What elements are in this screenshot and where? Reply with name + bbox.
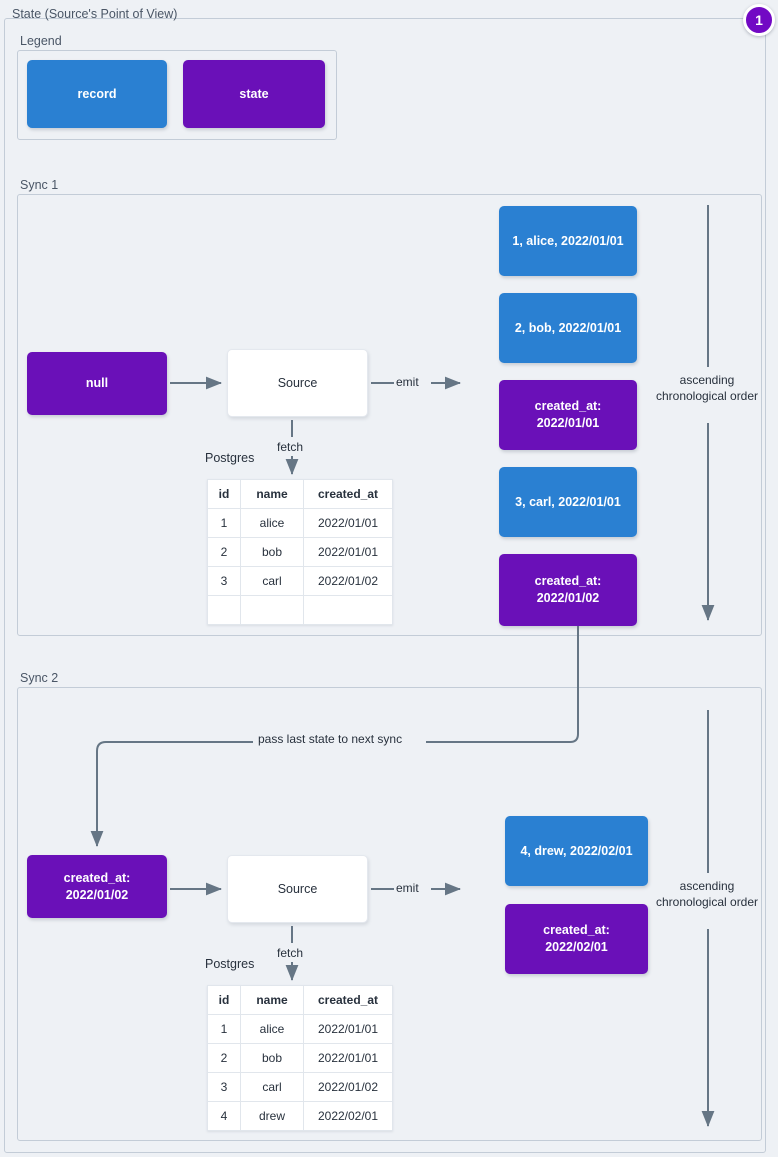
cell-created-at: 2022/01/01 [303, 537, 393, 567]
sync1-emitted-3-line2: 2022/01/01 [536, 416, 600, 430]
pass-state-label: pass last state to next sync [258, 732, 403, 747]
table-row: 2 bob 2022/01/01 [207, 537, 393, 567]
sync1-source-node: Source [227, 349, 368, 417]
legend-record-label: record [77, 86, 117, 101]
table-row: 1 alice 2022/01/01 [207, 1014, 393, 1044]
sync1-emitted-5-line2: 2022/01/02 [536, 591, 600, 605]
legend-state-label: state [239, 86, 269, 101]
sync2-db-caption: Postgres [205, 957, 255, 971]
col-header-created-at: created_at [303, 985, 393, 1015]
sync1-emitted-state-2: created_at: 2022/01/02 [499, 554, 637, 626]
cell-created-at [303, 595, 393, 625]
sync1-emitted-record-3: 3, carl, 2022/01/01 [499, 467, 637, 537]
sync1-emit-label: emit [396, 375, 419, 390]
col-header-id: id [207, 479, 241, 509]
sync1-db-caption: Postgres [205, 451, 255, 465]
col-header-name: name [240, 479, 304, 509]
table-row: 3 carl 2022/01/02 [207, 566, 393, 596]
step-badge[interactable]: 1 [743, 4, 775, 36]
cell-name: bob [240, 1043, 304, 1073]
cell-id: 3 [207, 566, 241, 596]
sync1-emitted-record-1: 1, alice, 2022/01/01 [499, 206, 637, 276]
sync1-emitted-state-1: created_at: 2022/01/01 [499, 380, 637, 450]
sync1-emitted-3-line1: created_at: [534, 399, 602, 413]
cell-created-at: 2022/01/01 [303, 1014, 393, 1044]
sync1-order-note: ascending chronological order [655, 373, 759, 403]
sync2-input-state-line2: 2022/01/02 [65, 887, 129, 902]
cell-created-at: 2022/01/02 [303, 566, 393, 596]
table-row: 4 drew 2022/02/01 [207, 1101, 393, 1131]
sync2-emitted-record-1: 4, drew, 2022/02/01 [505, 816, 648, 886]
sync1-emitted-4-text: 3, carl, 2022/01/01 [515, 494, 621, 509]
cell-name: bob [240, 537, 304, 567]
cell-id [207, 595, 241, 625]
table-row: 1 alice 2022/01/01 [207, 508, 393, 538]
page-title: State (Source's Point of View) [12, 7, 178, 21]
sync1-title: Sync 1 [20, 178, 59, 192]
sync1-emitted-record-2: 2, bob, 2022/01/01 [499, 293, 637, 363]
cell-id: 1 [207, 1014, 241, 1044]
outer-container-frame [4, 18, 766, 1153]
sync2-emitted-1-text: 4, drew, 2022/02/01 [520, 843, 633, 858]
sync2-fetch-label: fetch [277, 946, 304, 961]
table-row: 3 carl 2022/01/02 [207, 1072, 393, 1102]
sync2-input-state-line1: created_at: [63, 870, 131, 885]
cell-id: 3 [207, 1072, 241, 1102]
sync2-emitted-2-line2: 2022/02/01 [545, 940, 608, 954]
legend-swatch-record: record [27, 60, 167, 128]
sync1-fetch-label: fetch [277, 440, 304, 455]
legend-title: Legend [20, 34, 62, 48]
sync1-frame [17, 194, 762, 636]
cell-name: drew [240, 1101, 304, 1131]
sync2-postgres-table: id name created_at 1 alice 2022/01/01 2 … [207, 985, 393, 1131]
cell-id: 2 [207, 1043, 241, 1073]
sync2-title: Sync 2 [20, 671, 59, 685]
table-header-row: id name created_at [207, 479, 393, 509]
sync2-emitted-2-line1: created_at: [543, 923, 610, 937]
cell-id: 4 [207, 1101, 241, 1131]
sync2-source-node: Source [227, 855, 368, 923]
sync2-input-state-node: created_at: 2022/01/02 [27, 855, 167, 918]
cell-id: 1 [207, 508, 241, 538]
cell-id: 2 [207, 537, 241, 567]
col-header-name: name [240, 985, 304, 1015]
cell-created-at: 2022/01/02 [303, 1072, 393, 1102]
cell-created-at: 2022/02/01 [303, 1101, 393, 1131]
legend-frame [17, 50, 337, 140]
sync2-source-label: Source [277, 881, 318, 896]
table-header-row: id name created_at [207, 985, 393, 1015]
sync1-source-label: Source [277, 375, 318, 390]
col-header-id: id [207, 985, 241, 1015]
cell-created-at: 2022/01/01 [303, 508, 393, 538]
sync2-emitted-state-1: created_at: 2022/02/01 [505, 904, 648, 974]
sync1-emitted-2-text: 2, bob, 2022/01/01 [514, 320, 622, 335]
cell-name [240, 595, 304, 625]
legend-swatch-state: state [183, 60, 325, 128]
cell-created-at: 2022/01/01 [303, 1043, 393, 1073]
sync1-emitted-5-line1: created_at: [534, 574, 602, 588]
cell-name: carl [240, 566, 304, 596]
cell-name: alice [240, 508, 304, 538]
sync1-postgres-table: id name created_at 1 alice 2022/01/01 2 … [207, 479, 393, 625]
cell-name: alice [240, 1014, 304, 1044]
table-row: 2 bob 2022/01/01 [207, 1043, 393, 1073]
cell-name: carl [240, 1072, 304, 1102]
table-row-empty [207, 595, 393, 625]
col-header-created-at: created_at [303, 479, 393, 509]
sync2-emit-label: emit [396, 881, 419, 896]
sync1-emitted-1-text: 1, alice, 2022/01/01 [512, 233, 624, 248]
sync2-frame [17, 687, 762, 1141]
sync2-order-note: ascending chronological order [655, 879, 759, 909]
sync1-input-state-node: null [27, 352, 167, 415]
sync1-input-state-line1: null [85, 376, 109, 390]
